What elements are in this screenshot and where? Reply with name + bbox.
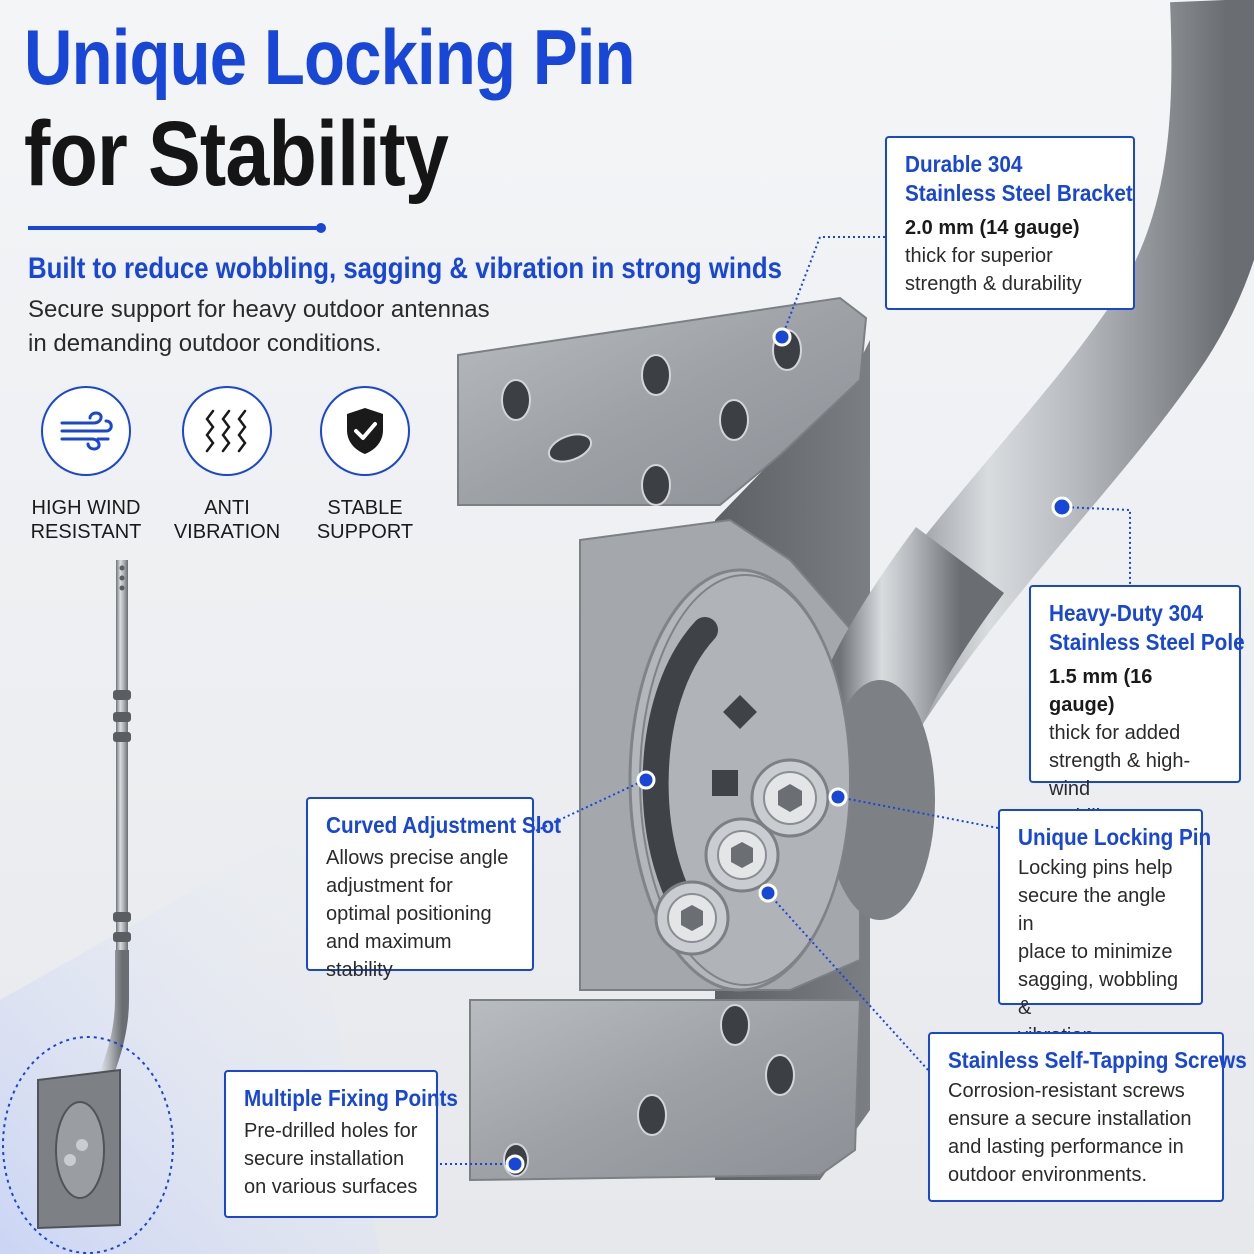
callout-screws: Stainless Self-Tapping Screws Corrosion-… [928,1032,1247,1202]
callout-fixing-body2: secure installation [244,1148,405,1170]
callout-pole-body1: thick for added [1049,722,1181,744]
feature-label-line2: RESISTANT [30,521,142,543]
callout-pole-spec: 1.5 mm (16 gauge) [1049,666,1153,716]
callout-pin-body3: place to minimize [1018,941,1173,963]
callout-pin-body2: secure the angle in [1018,885,1166,935]
vibration-icon [182,386,272,476]
feature-label-line1: ANTI [204,497,250,519]
feature-anti-vibration: ANTI VIBRATION [174,386,280,544]
callout-bracket: Durable 304 Stainless Steel Bracket 2.0 … [885,136,1135,310]
subtitle: Built to reduce wobbling, sagging & vibr… [28,252,782,285]
callout-slot-body2: adjustment for [326,875,453,897]
wind-icon [41,386,131,476]
callout-pin-body4: sagging, wobbling & [1018,969,1179,1019]
feature-label-line2: SUPPORT [316,521,414,543]
callout-slot-body4: and maximum stability [326,931,452,981]
callout-slot-body3: optimal positioning [326,903,492,925]
callout-pin-title: Unique Locking Pin [1018,824,1212,850]
callout-screws-body2: ensure a secure installation [948,1108,1192,1130]
callout-curved-slot: Curved Adjustment Slot Allows precise an… [306,797,561,981]
page-title-line1: Unique Locking Pin [24,13,635,101]
pole-collar [825,680,935,920]
callout-pole-title1: Heavy-Duty 304 [1049,600,1204,626]
feature-label-line2: VIBRATION [173,521,281,543]
square-hole [712,770,738,796]
callout-fixing-body3: on various surfaces [244,1176,418,1198]
feature-label-line1: HIGH WIND [31,497,141,519]
shield-check-icon [320,386,410,476]
title-underline [28,226,323,230]
page-title-line2: for Stability [24,103,449,205]
callout-pole-title2: Stainless Steel Pole [1049,629,1245,655]
callout-slot-title: Curved Adjustment Slot [326,812,561,838]
callout-leaders [440,236,1131,1165]
mast-thumbnail [37,560,131,1230]
lead-text-line1: Secure support for heavy outdoor antenna… [28,296,490,323]
callout-bracket-body1: thick for superior [905,245,1053,267]
fixing-holes-top [501,329,802,506]
square-hole [723,695,757,729]
feature-high-wind: HIGH WIND RESISTANT [31,386,141,544]
callout-pole-body2: strength & high-wind [1049,750,1191,800]
feature-stable-support: STABLE SUPPORT [317,386,413,544]
lead-text-line2: in demanding outdoor conditions. [28,330,382,357]
callout-locking-pin: Unique Locking Pin Locking pins help sec… [998,809,1212,1047]
callout-fixing-title: Multiple Fixing Points [244,1085,458,1111]
feature-label-line1: STABLE [327,497,403,519]
callout-screws-body3: and lasting performance in [948,1136,1184,1158]
callout-screws-title: Stainless Self-Tapping Screws [948,1047,1247,1073]
callout-bracket-title1: Durable 304 [905,151,1023,177]
callout-anchor-dots [505,327,1073,1174]
callout-fixing-points: Multiple Fixing Points Pre-drilled holes… [224,1070,458,1218]
callout-bracket-title2: Stainless Steel Bracket [905,180,1133,206]
mast-thumbnail-highlight [2,1036,174,1254]
locking-pin-bolts [654,758,830,956]
callout-slot-body1: Allows precise angle [326,847,509,869]
callout-pole: Heavy-Duty 304 Stainless Steel Pole 1.5 … [1029,585,1245,828]
callout-pin-body1: Locking pins help [1018,857,1173,879]
callout-bracket-spec: 2.0 mm (14 gauge) [905,217,1080,239]
callout-bracket-body2: strength & durability [905,273,1082,295]
callout-screws-body1: Corrosion-resistant screws [948,1080,1185,1102]
callout-screws-body4: outdoor environments. [948,1164,1148,1186]
title-underline-dot [316,223,326,233]
bracket-bottom-wing [469,999,862,1182]
callout-fixing-body1: Pre-drilled holes for [244,1120,418,1142]
